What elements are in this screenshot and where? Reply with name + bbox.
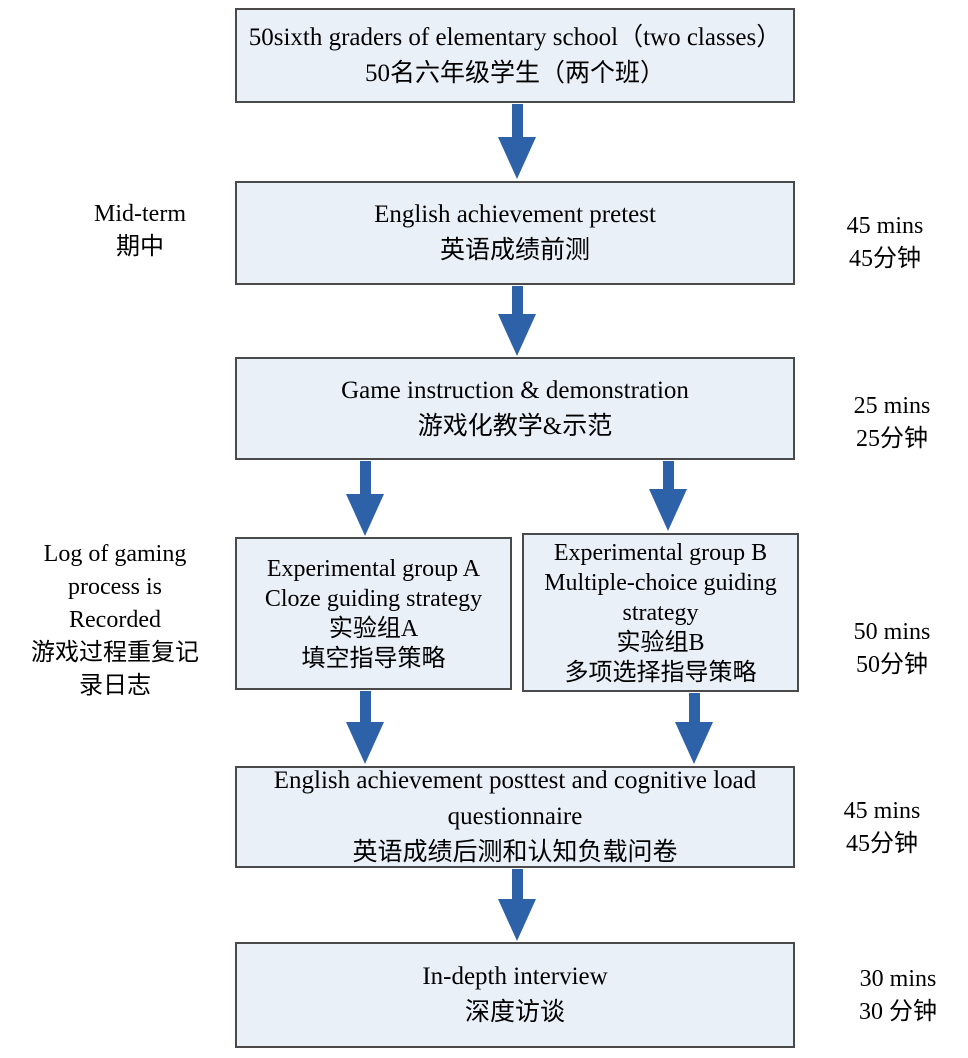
groups-duration-label: 50 mins 50分钟 (822, 616, 962, 682)
interview-box: In-depth interview 深度访谈 (235, 942, 795, 1048)
instruction-line-en: Game instruction & demonstration (341, 376, 689, 404)
arrow-head (649, 489, 687, 531)
group-a-box: Experimental group A Cloze guiding strat… (235, 537, 512, 690)
posttest-line-en2: questionnaire (447, 803, 583, 830)
pretest-box: English achievement pretest 英语成绩前测 (235, 181, 795, 285)
pretest-duration-label: 45 mins 45分钟 (815, 210, 955, 276)
posttest-line-zh: 英语成绩后测和认知负载问卷 (352, 839, 678, 866)
pretest-line-en: English achievement pretest (374, 201, 656, 228)
instruction-duration-en: 25 mins (853, 393, 931, 419)
posttest-box: English achievement posttest and cogniti… (235, 766, 795, 868)
arrow-head (498, 314, 536, 356)
posttest-duration-label: 45 mins 45分钟 (812, 795, 952, 861)
arrow-shaft (359, 691, 371, 722)
interview-duration-label: 30 mins 30 分钟 (828, 963, 968, 1029)
instruction-box: Game instruction & demonstration 游戏化教学&示… (235, 357, 795, 460)
arrow-down-icon (346, 461, 384, 536)
posttest-duration-zh: 45分钟 (846, 831, 918, 857)
arrow-head (346, 722, 384, 764)
log-note-label: Log of gaming process is Recorded 游戏过程重复… (5, 538, 225, 703)
mid-term-label: Mid-term 期中 (55, 198, 225, 264)
arrow-down-icon (675, 693, 713, 764)
arrow-shaft (688, 693, 700, 722)
arrow-shaft (511, 286, 523, 314)
group-b-line-2: Multiple-choice guiding (544, 569, 777, 596)
log-note-line-1: Log of gaming (43, 541, 187, 567)
arrow-head (346, 494, 384, 536)
arrow-down-icon (498, 286, 536, 356)
interview-line-zh: 深度访谈 (464, 999, 565, 1026)
group-a-line-1: Experimental group A (266, 555, 481, 582)
arrow-shaft (359, 461, 371, 494)
arrow-shaft (662, 461, 674, 489)
group-b-box: Experimental group B Multiple-choice gui… (522, 533, 799, 692)
groups-duration-zh: 50分钟 (856, 652, 928, 678)
interview-duration-en: 30 mins (859, 966, 937, 992)
participants-line-zh: 50名六年级学生（两个班） (364, 59, 665, 87)
interview-duration-zh: 30 分钟 (859, 999, 937, 1025)
group-a-line-3: 实验组A (328, 615, 419, 642)
instruction-duration-label: 25 mins 25分钟 (822, 390, 962, 456)
log-note-line-5: 录日志 (79, 673, 151, 699)
interview-line-en: In-depth interview (422, 963, 608, 990)
arrow-down-icon (498, 104, 536, 179)
group-b-line-4: 实验组B (616, 629, 705, 656)
arrow-head (498, 899, 536, 941)
participants-box: 50sixth graders of elementary school（two… (235, 8, 795, 103)
posttest-duration-en: 45 mins (843, 798, 921, 824)
arrow-down-icon (346, 691, 384, 764)
pretest-duration-en: 45 mins (846, 213, 924, 239)
groups-duration-en: 50 mins (853, 619, 931, 645)
arrow-head (498, 137, 536, 179)
instruction-duration-zh: 25分钟 (856, 426, 928, 452)
posttest-line-en1: English achievement posttest and cogniti… (273, 767, 757, 794)
arrow-down-icon (649, 461, 687, 531)
participants-line-en: 50sixth graders of elementary school（two… (248, 23, 782, 51)
group-b-line-3: strategy (622, 599, 699, 626)
group-b-line-5: 多项选择指导策略 (564, 659, 757, 686)
group-a-line-4: 填空指导策略 (301, 645, 446, 672)
group-b-line-1: Experimental group B (553, 539, 768, 566)
arrow-shaft (511, 104, 523, 137)
arrow-shaft (511, 869, 523, 899)
instruction-line-zh: 游戏化教学&示范 (417, 412, 613, 440)
arrow-head (675, 722, 713, 764)
log-note-line-2: process is (68, 574, 162, 600)
arrow-down-icon (498, 869, 536, 941)
mid-term-line-zh: 期中 (116, 234, 164, 260)
log-note-line-4: 游戏过程重复记 (31, 640, 199, 666)
pretest-duration-zh: 45分钟 (849, 246, 921, 272)
pretest-line-zh: 英语成绩前测 (439, 237, 590, 264)
log-note-line-3: Recorded (69, 607, 161, 633)
mid-term-line-en: Mid-term (94, 201, 186, 227)
group-a-line-2: Cloze guiding strategy (264, 585, 483, 612)
